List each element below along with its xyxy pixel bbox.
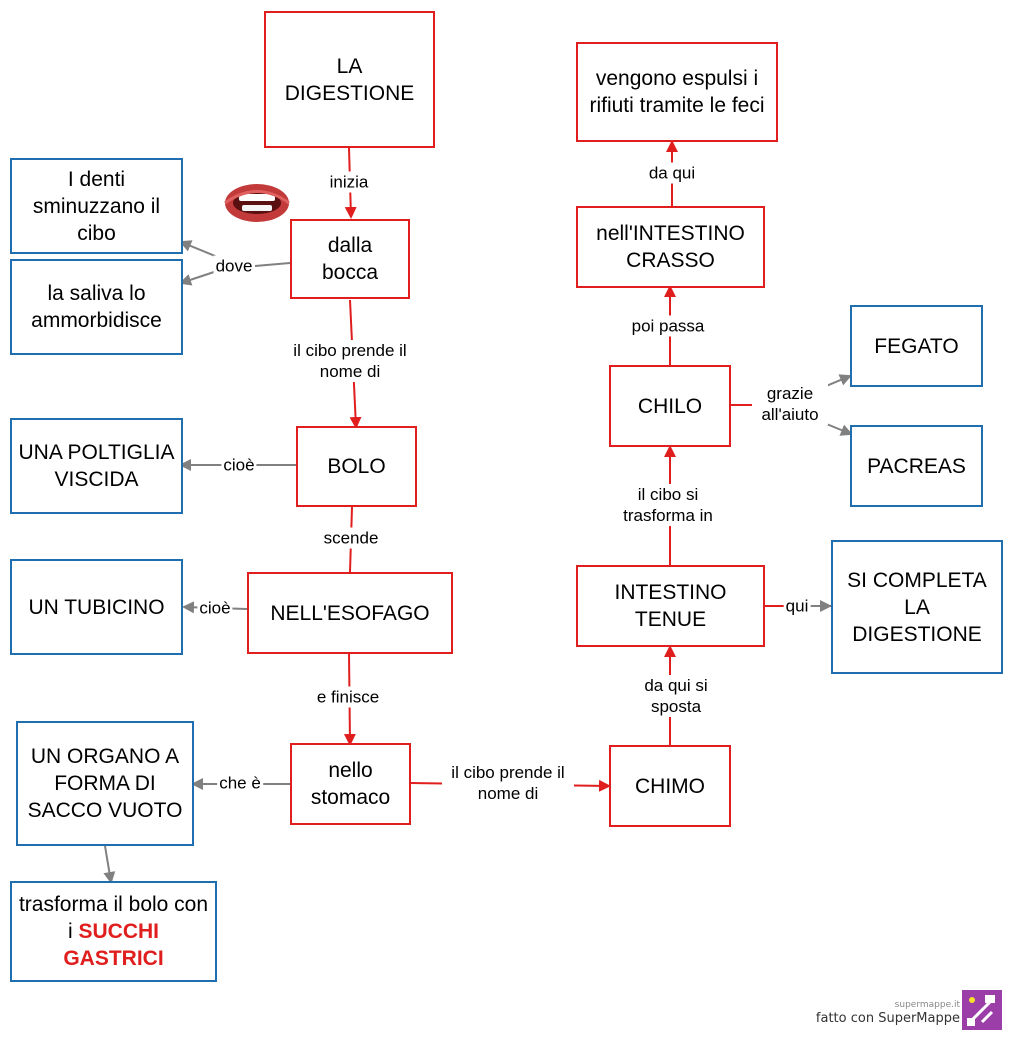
- node-chilo[interactable]: CHILO: [609, 365, 731, 447]
- label-nome-chimo: il cibo prende il nome di: [442, 762, 574, 804]
- edge-dove-denti: [179, 240, 221, 259]
- node-denti[interactable]: I denti sminuzzano il cibo: [10, 158, 183, 254]
- label-che-e: che è: [217, 772, 263, 794]
- node-tubicino[interactable]: UN TUBICINO: [10, 559, 183, 655]
- label-grazie: grazie all'aiuto: [752, 383, 828, 425]
- footer-credit-text: fatto con SuperMappe: [815, 1011, 960, 1026]
- node-saliva[interactable]: la saliva lo ammorbidisce: [10, 259, 183, 355]
- trasforma-text: trasforma il bolo con i: [18, 893, 209, 943]
- label-cioe-poltiglia: cioè: [221, 454, 257, 476]
- node-poltiglia[interactable]: UNA POLTIGLIA VISCIDA: [10, 418, 183, 514]
- node-pancreas[interactable]: PACREAS: [850, 425, 983, 507]
- label-trasforma-in: il cibo si trasforma in: [608, 484, 728, 526]
- label-cioe-tubicino: cioè: [197, 597, 233, 619]
- node-espulsi[interactable]: vengono espulsi i rifiuti tramite le fec…: [576, 42, 778, 142]
- label-inizia: inizia: [327, 171, 371, 193]
- node-bolo[interactable]: BOLO: [296, 426, 417, 507]
- label-finisce: e finisce: [314, 686, 382, 708]
- edge-bocca-dove: [254, 262, 291, 267]
- node-fegato[interactable]: FEGATO: [850, 305, 983, 387]
- label-si-sposta: da qui si sposta: [634, 675, 718, 717]
- label-da-qui: da qui: [646, 162, 698, 184]
- edge-dove-saliva: [179, 269, 221, 286]
- label-nome-bolo: il cibo prende il nome di: [284, 340, 416, 382]
- footer-credit: supermappe.it fatto con SuperMappe: [798, 1000, 960, 1027]
- node-intestino-tenue[interactable]: INTESTINO TENUE: [576, 565, 765, 647]
- node-organo[interactable]: UN ORGANO A FORMA DI SACCO VUOTO: [16, 721, 194, 846]
- node-succhi-gastrici[interactable]: trasforma il bolo con i SUCCHI GASTRICI: [10, 881, 217, 982]
- node-completa-digestione[interactable]: SI COMPLETA LA DIGESTIONE: [831, 540, 1003, 674]
- node-intestino-crasso[interactable]: nell'INTESTINO CRASSO: [576, 206, 765, 288]
- node-dalla-bocca[interactable]: dalla bocca: [290, 219, 410, 299]
- node-la-digestione[interactable]: LA DIGESTIONE: [264, 11, 435, 148]
- node-esofago[interactable]: NELL'ESOFAGO: [247, 572, 453, 654]
- label-poi-passa: poi passa: [629, 315, 707, 337]
- label-dove: dove: [213, 255, 255, 277]
- node-stomaco[interactable]: nello stomaco: [290, 743, 411, 825]
- edge-organo-trasforma: [103, 845, 116, 884]
- label-qui: qui: [783, 595, 811, 617]
- mouth-icon: [224, 184, 290, 222]
- label-scende: scende: [321, 527, 381, 549]
- supermappe-logo-icon: [962, 990, 1002, 1030]
- succhi-gastrici-highlight: SUCCHI GASTRICI: [63, 920, 164, 970]
- footer-site: supermappe.it: [894, 1000, 960, 1010]
- node-chimo[interactable]: CHIMO: [609, 745, 731, 827]
